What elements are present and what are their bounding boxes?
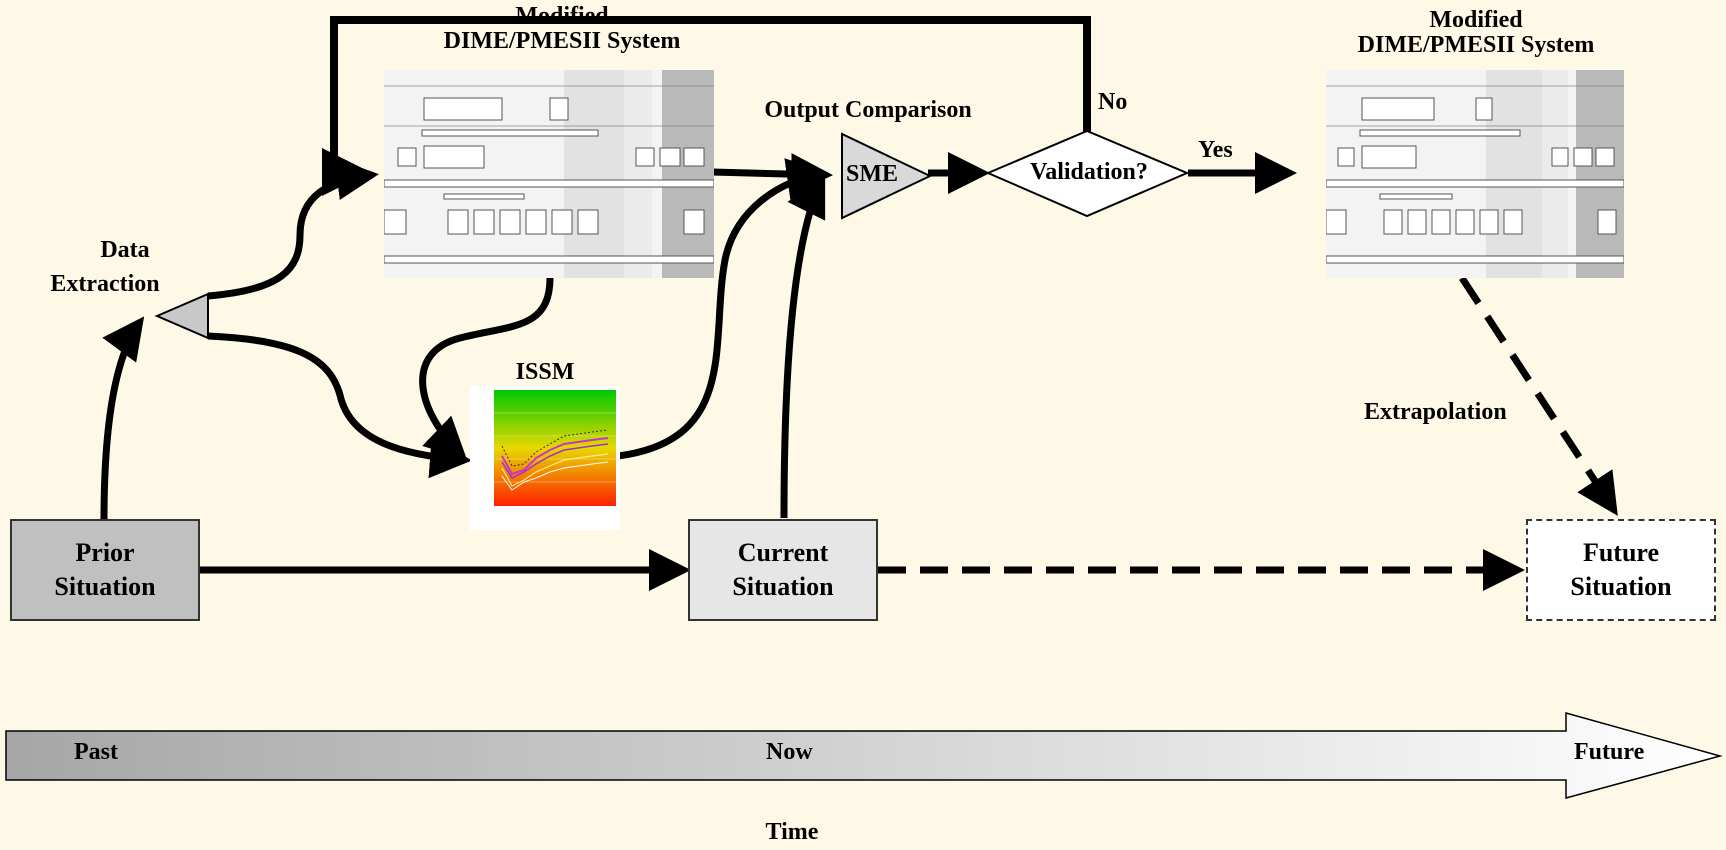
current-situation-box: Current Situation bbox=[688, 519, 878, 621]
time-label: Time bbox=[765, 819, 819, 845]
timeline-past-label: Past bbox=[74, 739, 118, 765]
issm-to-sme-arrow bbox=[617, 158, 829, 460]
data-extraction-triangle bbox=[154, 292, 209, 340]
prior-to-extraction-arrow bbox=[100, 316, 145, 521]
extrapolation-arrow bbox=[1459, 276, 1618, 516]
output-comparison-label: Output Comparison bbox=[764, 97, 972, 123]
system-to-sme-arrow bbox=[711, 153, 833, 196]
issm-label: ISSM bbox=[515, 359, 575, 385]
current-to-sme-arrow bbox=[780, 173, 826, 519]
extraction-to-system-arrow bbox=[207, 158, 379, 300]
system-to-issm-arrow bbox=[419, 277, 554, 460]
no-label: No bbox=[1098, 89, 1128, 115]
extrapolation-label: Extrapolation bbox=[1364, 399, 1507, 425]
data-extraction-label: Data Extraction bbox=[50, 237, 160, 297]
modified-system-left-title: Modified DIME/PMESII System bbox=[443, 3, 681, 55]
yes-label: Yes bbox=[1198, 137, 1233, 163]
future-situation-box: Future Situation bbox=[1526, 519, 1716, 621]
timeline-now-label: Now bbox=[766, 739, 813, 765]
dime-figure-right bbox=[1326, 70, 1624, 278]
validation-label: Validation? bbox=[1030, 159, 1148, 185]
sme-label: SME bbox=[846, 161, 899, 187]
modified-system-right-title: Modified DIME/PMESII System bbox=[1357, 7, 1595, 59]
issm-chart-figure bbox=[470, 386, 620, 530]
prior-situation-box: Prior Situation bbox=[10, 519, 200, 621]
time-arrow bbox=[5, 712, 1723, 799]
dime-figure-left bbox=[384, 70, 714, 278]
extraction-to-issm-arrow bbox=[207, 332, 472, 479]
sme-triangle bbox=[841, 132, 933, 220]
validation-diamond bbox=[985, 129, 1190, 218]
timeline-future-label: Future bbox=[1574, 739, 1645, 765]
